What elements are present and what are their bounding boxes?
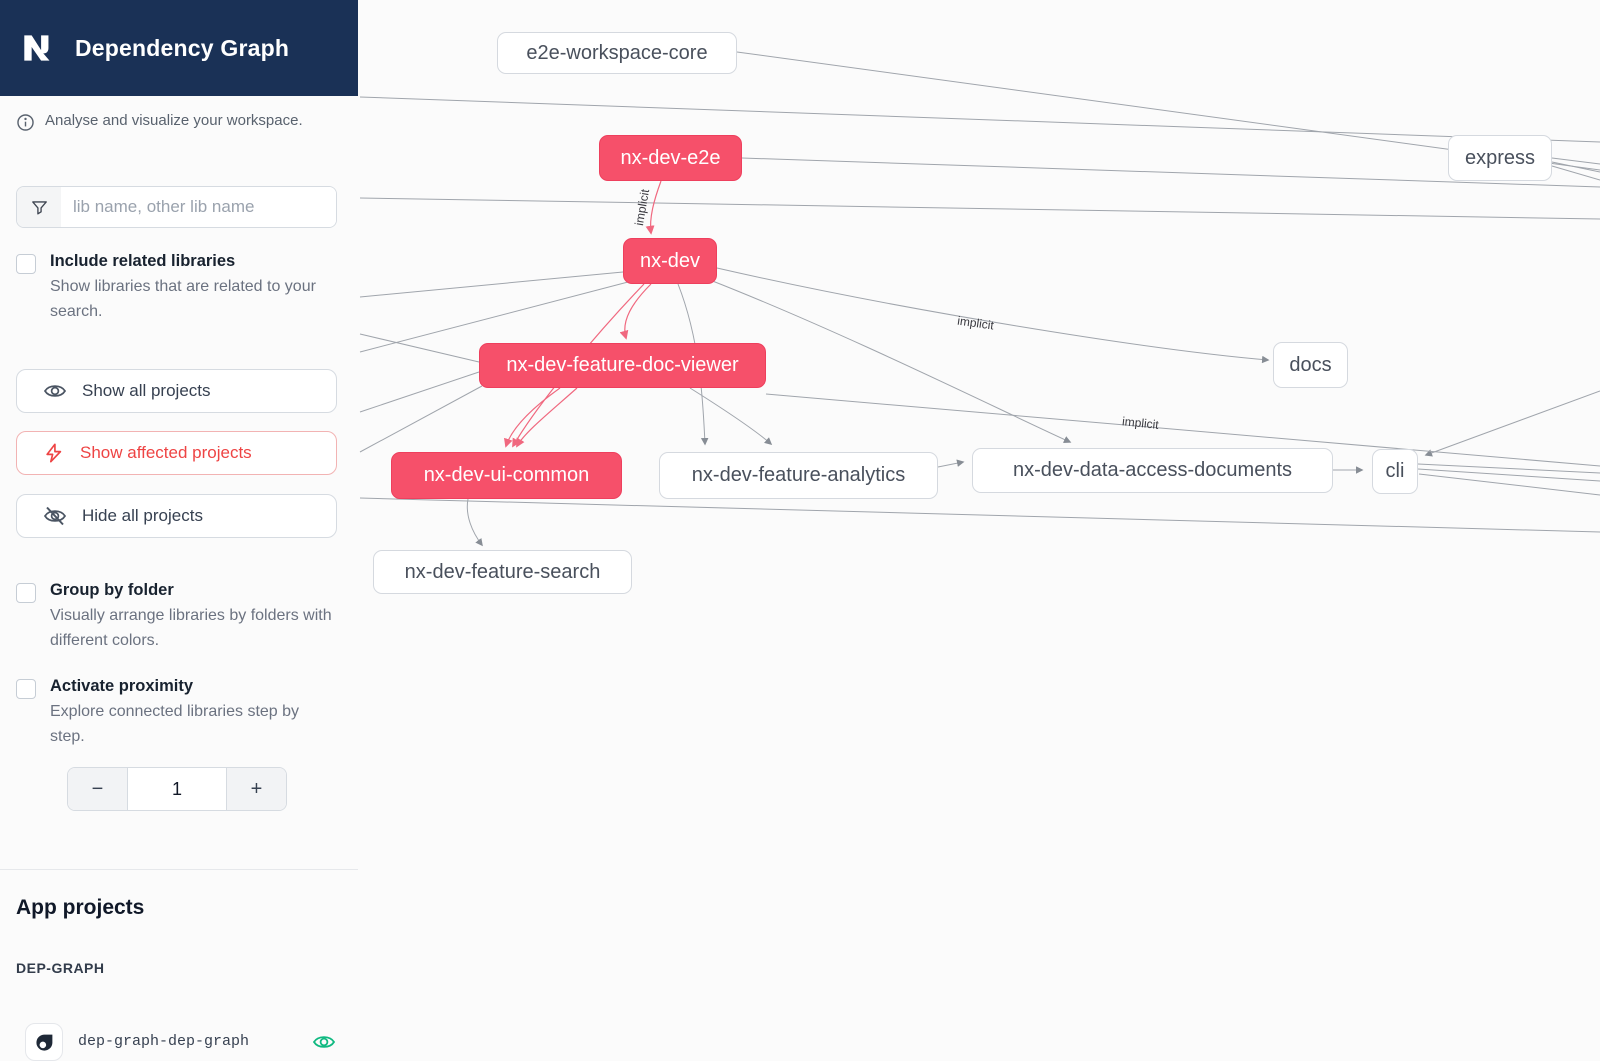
filter-input[interactable] bbox=[61, 187, 336, 227]
sidebar: Dependency Graph Analyse and visualize y… bbox=[0, 0, 358, 1061]
project-visibility-eye-icon[interactable] bbox=[312, 1030, 336, 1054]
proximity-decrement-button[interactable]: − bbox=[68, 768, 128, 810]
app-projects-heading: App projects bbox=[16, 896, 145, 919]
focus-icon bbox=[35, 1034, 52, 1051]
hide-all-projects-button[interactable]: Hide all projects bbox=[16, 494, 337, 538]
graph-node-nx-dev-feature-search[interactable]: nx-dev-feature-search bbox=[373, 550, 632, 594]
sidebar-divider bbox=[0, 869, 358, 870]
project-group-label: DEP-GRAPH bbox=[16, 960, 105, 976]
show-affected-projects-button[interactable]: Show affected projects bbox=[16, 431, 337, 475]
show-affected-projects-label: Show affected projects bbox=[80, 443, 252, 462]
graph-node-nx-dev-feature-doc-viewer[interactable]: nx-dev-feature-doc-viewer bbox=[479, 343, 766, 388]
group-by-folder-checkbox[interactable] bbox=[16, 583, 36, 603]
graph-node-nx-dev-e2e[interactable]: nx-dev-e2e bbox=[599, 135, 742, 181]
proximity-stepper: − 1 + bbox=[67, 767, 287, 811]
include-related-description: Show libraries that are related to your … bbox=[50, 278, 316, 320]
filter-funnel-cell bbox=[17, 187, 61, 227]
group-by-folder-description: Visually arrange libraries by folders wi… bbox=[50, 607, 332, 649]
app-header: Dependency Graph bbox=[0, 0, 358, 96]
graph-node-nx-dev-feature-analytics[interactable]: nx-dev-feature-analytics bbox=[659, 452, 938, 499]
graph-node-nx-dev-ui-common[interactable]: nx-dev-ui-common bbox=[391, 452, 622, 499]
group-by-folder-label: Group by folder bbox=[50, 581, 174, 599]
edge-lines bbox=[359, 51, 1600, 547]
graph-node-cli[interactable]: cli bbox=[1372, 449, 1418, 494]
activate-proximity-label: Activate proximity bbox=[50, 677, 194, 695]
edge-label-implicit: implicit bbox=[1121, 414, 1160, 432]
hide-all-projects-label: Hide all projects bbox=[82, 506, 203, 525]
edge-label-implicit: implicit bbox=[956, 314, 995, 333]
workspace-subtitle-row: Analyse and visualize your workspace. bbox=[16, 112, 346, 132]
workspace-subtitle: Analyse and visualize your workspace. bbox=[45, 112, 303, 129]
eye-off-icon bbox=[44, 506, 66, 526]
info-icon bbox=[17, 114, 34, 131]
activate-proximity-checkbox[interactable] bbox=[16, 679, 36, 699]
graph-node-e2e-workspace-core[interactable]: e2e-workspace-core bbox=[497, 32, 737, 74]
eye-icon bbox=[44, 385, 66, 397]
nx-logo-icon bbox=[24, 35, 50, 61]
show-all-projects-button[interactable]: Show all projects bbox=[16, 369, 337, 413]
graph-node-express[interactable]: express bbox=[1448, 135, 1552, 181]
show-all-projects-label: Show all projects bbox=[82, 381, 211, 400]
proximity-increment-button[interactable]: + bbox=[226, 768, 286, 810]
app-title: Dependency Graph bbox=[75, 34, 290, 61]
graph-node-nx-dev-data-access-documents[interactable]: nx-dev-data-access-documents bbox=[972, 448, 1333, 493]
graph-node-nx-dev[interactable]: nx-dev bbox=[623, 238, 717, 284]
filter-field bbox=[16, 186, 337, 228]
include-related-option: Include related libraries Show libraries… bbox=[16, 252, 338, 324]
include-related-checkbox[interactable] bbox=[16, 254, 36, 274]
proximity-value[interactable]: 1 bbox=[171, 778, 182, 799]
lightning-bolt-icon bbox=[46, 443, 62, 463]
graph-node-docs[interactable]: docs bbox=[1273, 342, 1348, 388]
focus-project-button[interactable] bbox=[25, 1023, 63, 1061]
edge-label-implicit: implicit bbox=[632, 187, 652, 226]
activate-proximity-option: Activate proximity Explore connected lib… bbox=[16, 677, 338, 749]
funnel-icon bbox=[31, 200, 47, 215]
group-by-folder-option: Group by folder Visually arrange librari… bbox=[16, 581, 338, 653]
include-related-label: Include related libraries bbox=[50, 252, 236, 270]
activate-proximity-description: Explore connected libraries step by step… bbox=[50, 703, 300, 745]
project-name: dep-graph-dep-graph bbox=[78, 1033, 250, 1050]
